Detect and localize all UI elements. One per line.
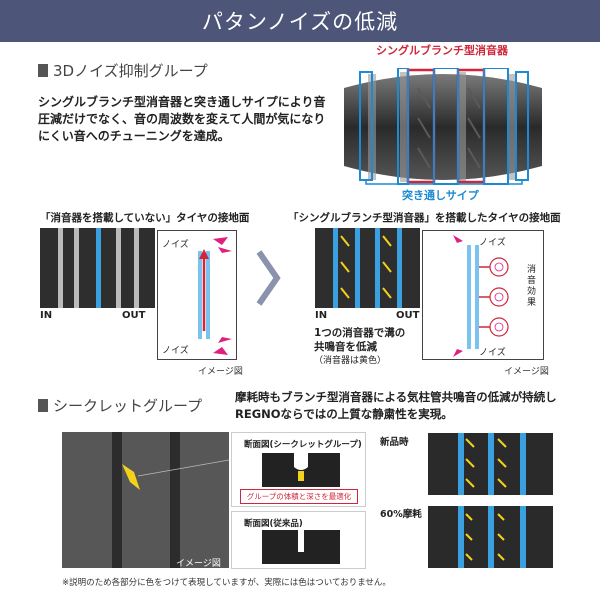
noise-label-b-top: ノイズ bbox=[479, 238, 506, 248]
section2-heading: シークレットグループ bbox=[38, 395, 202, 416]
page-title: パタンノイズの低減 bbox=[0, 0, 600, 42]
groove-optimization-note: グループの体積と深さを最適化 bbox=[240, 489, 358, 504]
new-tire-label: 新品時 bbox=[380, 437, 409, 448]
noise-diagram-with: ノイズ ノイズ 消音効果 bbox=[422, 230, 544, 360]
footnote: ※説明のため各部分に色をつけて表現していますが、実際には色はついておりません。 bbox=[62, 578, 391, 588]
image-note-a: イメージ図 bbox=[198, 367, 243, 377]
effect-label: 消音効果 bbox=[527, 265, 537, 308]
muffler-effect-icon bbox=[453, 235, 509, 357]
cross-section-conventional: 断面図(従来品) bbox=[231, 511, 366, 569]
noise-label-top: ノイズ bbox=[162, 240, 189, 250]
muffler-text-line3: （消音器は黄色） bbox=[314, 356, 387, 366]
out-label-a: OUT bbox=[122, 310, 146, 321]
new-tire-tread bbox=[428, 433, 553, 495]
square-bullet-icon bbox=[38, 64, 48, 77]
section2-heading-text: シークレットグループ bbox=[53, 397, 203, 415]
transition-arrow-icon bbox=[256, 250, 281, 306]
noise-label-bottom: ノイズ bbox=[162, 346, 189, 356]
muffler-text-line1: 1つの消音器で溝の bbox=[314, 327, 406, 339]
worn-tire-tread bbox=[428, 506, 553, 568]
cross-section-conventional-shape bbox=[262, 530, 340, 564]
cross-section-secret: 断面図(シークレットグループ) グループの体積と深さを最適化 bbox=[231, 432, 366, 507]
single-branch-label: シングルブランチ型消音器 bbox=[376, 44, 508, 57]
tread-without-muffler bbox=[40, 228, 155, 308]
section2-description: 摩耗時もブランチ型消音器による気柱管共鳴音の低減が持続しREGNOならではの上質… bbox=[235, 390, 557, 421]
tire-tread-photo bbox=[344, 68, 542, 185]
through-sipe-label: 突き通しサイプ bbox=[402, 189, 479, 202]
in-label-b: IN bbox=[315, 310, 328, 321]
muffler-description: 1つの消音器で溝の 共鳴音を低減 （消音器は黄色） bbox=[314, 326, 405, 368]
muffler-text-line2: 共鳴音を低減 bbox=[314, 341, 377, 353]
square-bullet-icon bbox=[38, 399, 48, 412]
in-label-a: IN bbox=[40, 310, 53, 321]
cross-title-secret: 断面図(シークレットグループ) bbox=[244, 440, 362, 450]
noise-diagram-without: ノイズ ノイズ bbox=[157, 230, 237, 360]
out-label-b: OUT bbox=[396, 310, 420, 321]
cross-section-secret-shape bbox=[262, 453, 340, 487]
tread-with-muffler bbox=[315, 228, 420, 308]
caption-with-muffler: 「シングルブランチ型消音器」を搭載したタイヤの接地面 bbox=[288, 212, 561, 224]
section1-heading: 3Dノイズ抑制グループ bbox=[38, 60, 208, 81]
worn-tire-label: 60%摩耗 bbox=[380, 509, 422, 520]
image-note-c: イメージ図 bbox=[176, 559, 221, 569]
image-note-b: イメージ図 bbox=[504, 367, 549, 377]
section1-description: シングルブランチ型消音器と突き通しサイプにより音圧減だけでなく、音の周波数を変え… bbox=[38, 95, 326, 143]
caption-without-muffler: 「消音器を搭載していない」タイヤの接地面 bbox=[40, 212, 250, 224]
noise-arrows-icon bbox=[198, 237, 232, 355]
cross-title-conventional: 断面図(従来品) bbox=[244, 519, 303, 529]
noise-label-b-bottom: ノイズ bbox=[479, 348, 506, 358]
section1-heading-text: 3Dノイズ抑制グループ bbox=[53, 62, 208, 80]
secret-groove-tire-photo bbox=[62, 432, 229, 568]
